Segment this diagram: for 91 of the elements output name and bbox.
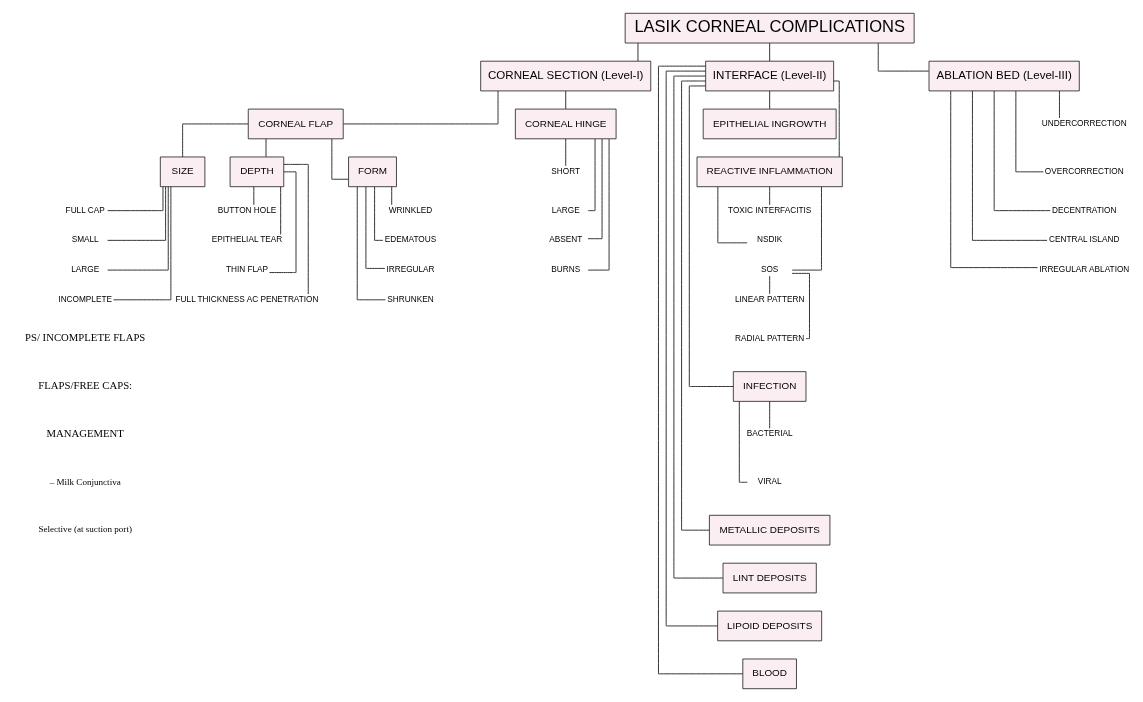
- node-text: FULL CAP: [65, 205, 105, 215]
- connector: [565, 138, 567, 167]
- label: MANAGEMENT: [46, 427, 124, 440]
- connector: [681, 80, 710, 531]
- connector: [769, 42, 771, 62]
- node-text: INCOMPLETE: [58, 294, 112, 304]
- connector: [1015, 90, 1044, 173]
- node-box: INTERFACE (Level-II): [705, 60, 835, 92]
- connector: [769, 275, 771, 295]
- connector: [107, 186, 169, 271]
- node-text: UNDERCORRECTION: [1041, 119, 1127, 129]
- node-box: CORNEAL FLAP: [247, 108, 344, 140]
- node-box: EPITHELIAL INGROWTH: [702, 108, 837, 140]
- node-text: SMALL: [71, 235, 99, 245]
- connector: [688, 85, 734, 387]
- connector: [637, 42, 639, 62]
- node-text: OVERCORRECTION: [1044, 166, 1124, 176]
- label: FLAPS/FREE CAPS:: [38, 379, 133, 392]
- connector: [769, 400, 771, 429]
- node-text: CENTRAL ISLAND: [1049, 235, 1120, 245]
- node-box: LIPOID DEPOSITS: [717, 610, 823, 642]
- node-text: ABSENT: [549, 235, 583, 245]
- node-box: CORNEAL SECTION (Level-I): [480, 60, 652, 92]
- node-text: TOXIC INTERFACITIS: [728, 205, 812, 215]
- node-text: THIN FLAP: [225, 265, 269, 275]
- node-box: REACTIVE INFLAMMATION: [696, 156, 843, 188]
- label: – Milk Conjunctiva: [49, 476, 121, 487]
- connector: [587, 138, 610, 271]
- label: PS/ INCOMPLETE FLAPS: [25, 331, 146, 344]
- connector: [365, 186, 386, 269]
- connector: [1058, 90, 1060, 119]
- connector: [717, 186, 748, 244]
- connector: [791, 186, 822, 271]
- connector: [342, 90, 499, 125]
- node-text: EDEMATOUS: [384, 235, 437, 245]
- connector: [587, 138, 603, 240]
- connector: [833, 80, 840, 158]
- connector: [113, 186, 172, 301]
- node-text: SHRUNKEN: [387, 294, 434, 304]
- node-box: LASIK CORNEAL COMPLICATIONS: [624, 12, 915, 44]
- node-text: IRREGULAR ABLATION: [1039, 265, 1130, 275]
- node-box: DEPTH: [229, 156, 285, 188]
- node-box: METALLIC DEPOSITS: [708, 514, 831, 546]
- node-text: WRINKLED: [388, 205, 433, 215]
- node-box: SIZE: [159, 156, 206, 188]
- connector: [253, 186, 255, 206]
- node-text: LARGE: [551, 205, 580, 215]
- connector: [356, 186, 386, 301]
- node-text: BURNS: [551, 265, 581, 275]
- connector: [769, 186, 771, 206]
- connector: [283, 163, 309, 295]
- connector: [769, 90, 771, 110]
- node-box: CORNEAL HINGE: [514, 108, 617, 140]
- node-box: ABLATION BED (Level-III): [928, 60, 1080, 92]
- node-text: BACTERIAL: [746, 429, 793, 439]
- connector: [280, 186, 282, 235]
- connector: [587, 138, 596, 212]
- node-text: NSDIK: [757, 235, 783, 245]
- label: Selective (at suction port): [38, 524, 132, 535]
- node-text: LINEAR PATTERN: [734, 294, 805, 304]
- connector: [657, 65, 744, 675]
- node-text: SOS: [760, 265, 779, 275]
- node-box: BLOOD: [742, 658, 797, 690]
- connector: [269, 171, 297, 274]
- connector: [391, 186, 393, 206]
- connector: [971, 90, 1048, 241]
- connector: [950, 90, 1039, 269]
- connector: [877, 42, 930, 72]
- node-text: LARGE: [71, 265, 100, 275]
- node-text: VIRAL: [757, 477, 782, 487]
- node-text: EPITHELIAL TEAR: [211, 235, 283, 245]
- connector: [265, 138, 267, 158]
- node-text: IRREGULAR: [386, 265, 435, 275]
- node-text: SHORT: [551, 166, 581, 176]
- node-box: INFECTION: [732, 371, 807, 402]
- connector: [993, 90, 1051, 212]
- connector: [791, 272, 810, 340]
- connector: [374, 186, 384, 241]
- connector: [665, 70, 719, 627]
- connector: [331, 138, 349, 180]
- node-box: LINT DEPOSITS: [722, 562, 817, 594]
- node-text: DECENTRATION: [1052, 205, 1117, 215]
- connector: [107, 186, 167, 241]
- node-text: RADIAL PATTERN: [735, 333, 805, 343]
- connector: [673, 75, 724, 579]
- node-text: FULL THICKNESS AC PENETRATION: [175, 294, 319, 304]
- node-box: FORM: [348, 156, 397, 188]
- connector: [565, 90, 567, 110]
- connector: [107, 186, 164, 212]
- connector: [182, 123, 249, 158]
- node-text: BUTTON HOLE: [217, 205, 277, 215]
